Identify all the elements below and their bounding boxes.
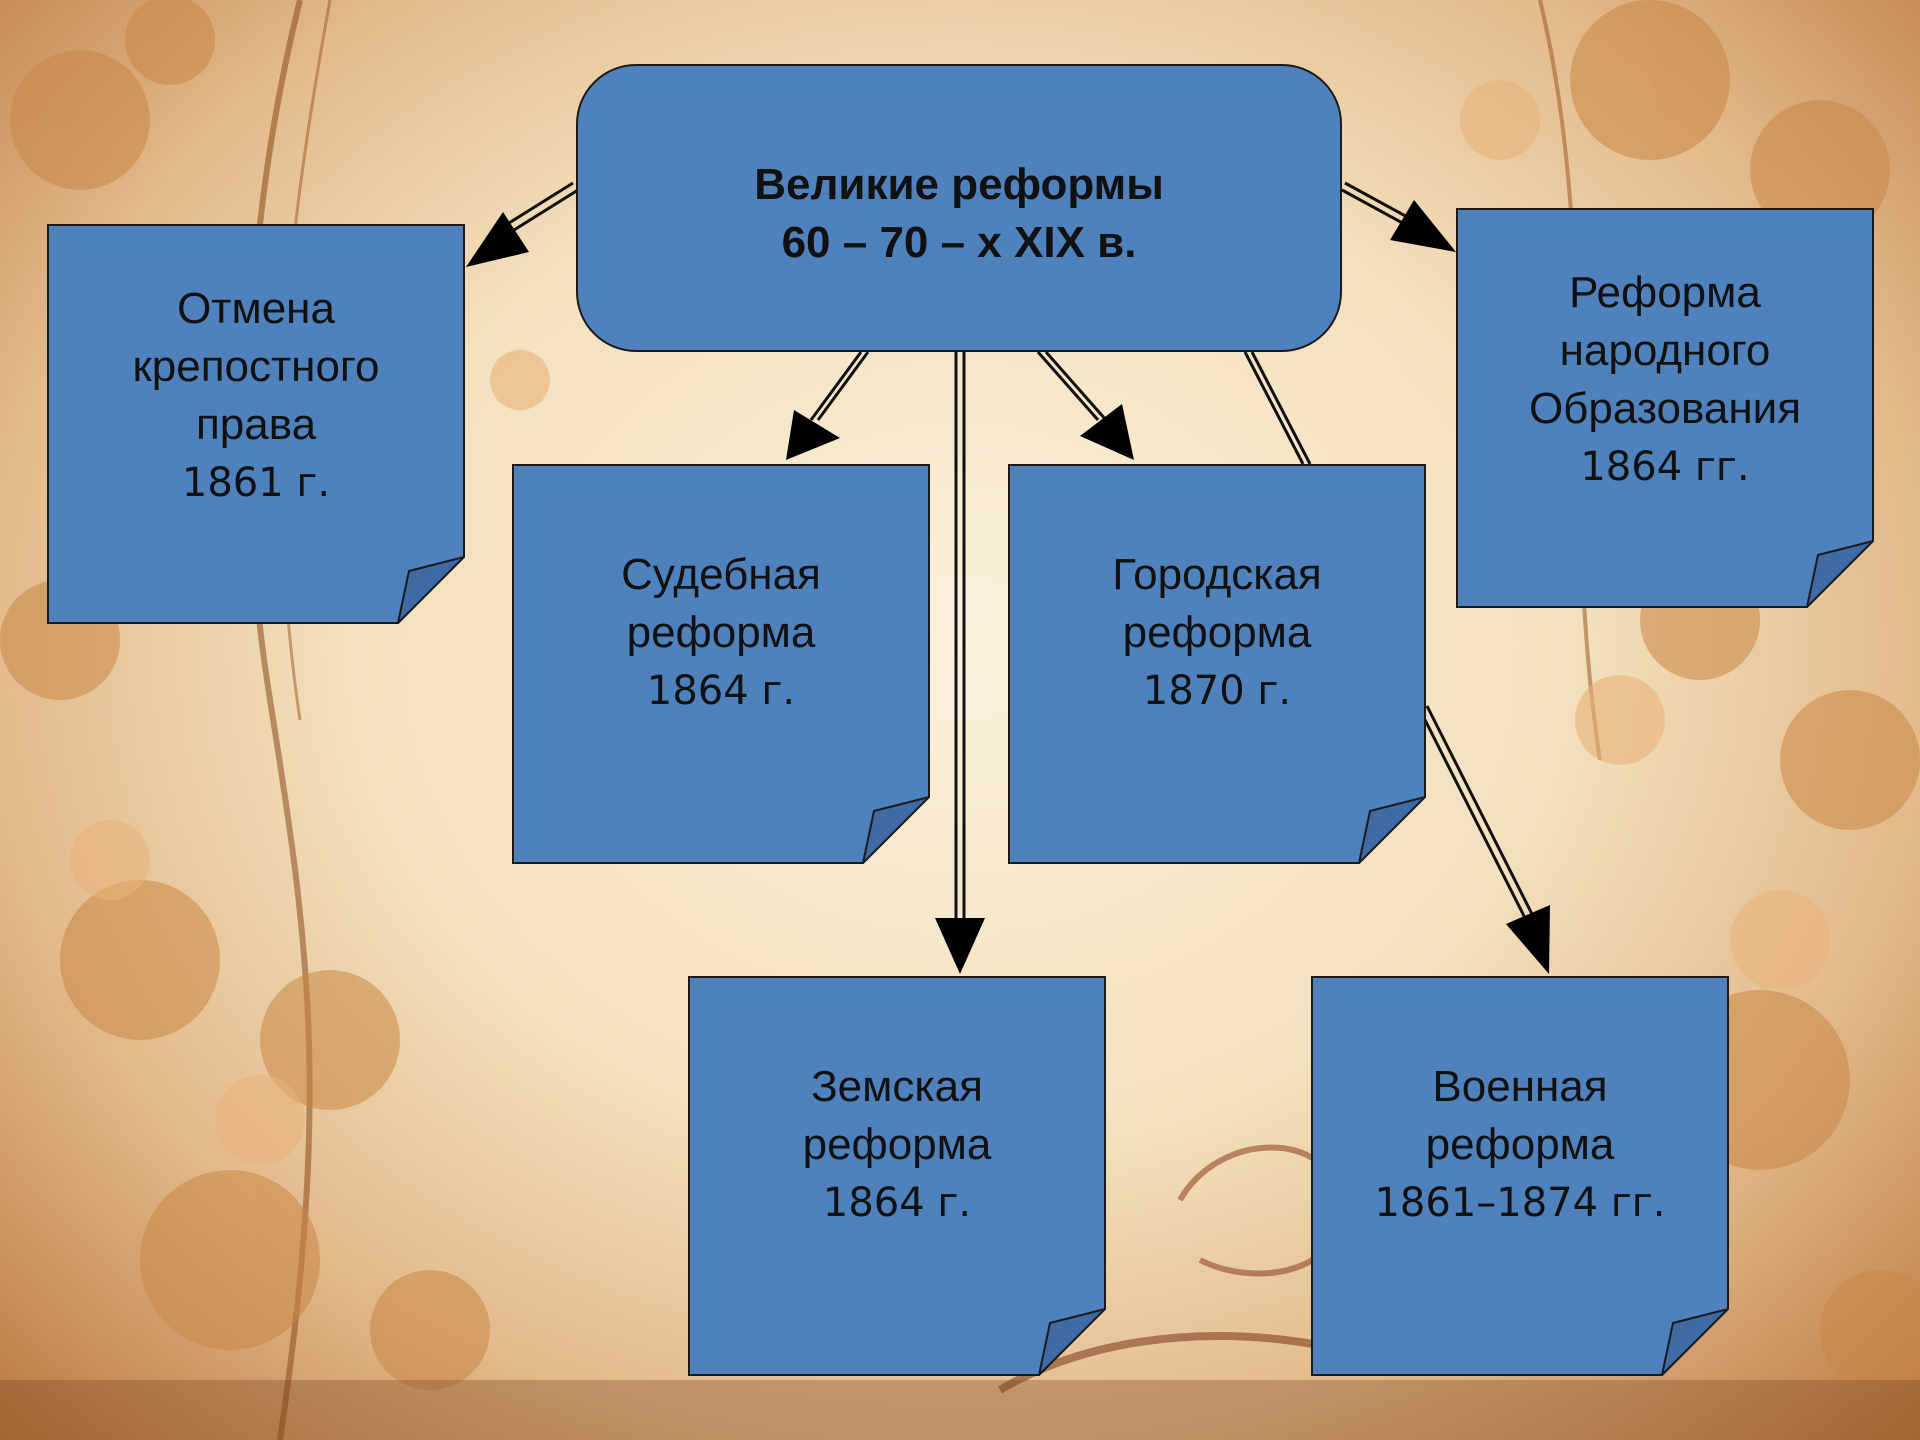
note-year: 1861–1874 гг. <box>1374 1180 1666 1226</box>
note-shape <box>512 464 930 864</box>
connector-line <box>1243 351 1305 465</box>
connector-line <box>1418 709 1527 919</box>
note-text: реформа <box>626 608 816 657</box>
connector-line <box>1341 188 1409 228</box>
root-subtitle: 60 – 70 – х XIX в. <box>781 218 1137 267</box>
note-shape <box>1311 976 1729 1376</box>
note-year: 1864 г. <box>822 1180 972 1226</box>
connector-line <box>1044 351 1108 421</box>
note-shape <box>688 976 1106 1376</box>
arrowhead <box>786 410 840 460</box>
connector-line <box>1344 181 1412 221</box>
note-year: 1864 г. <box>646 668 796 714</box>
arrowhead <box>1390 200 1456 252</box>
note-text: реформа <box>1425 1120 1615 1169</box>
note-text: крепостного <box>132 342 380 391</box>
note-text: Отмена <box>177 284 335 333</box>
note-text: права <box>195 400 317 449</box>
note-year: 1864 гг. <box>1580 444 1750 490</box>
note-shape <box>1456 208 1874 608</box>
note-text: Военная <box>1432 1062 1608 1111</box>
root-node-great-reforms: Великие реформы 60 – 70 – х XIX в. <box>576 64 1342 352</box>
connector-line <box>1250 351 1312 465</box>
note-text: Земская <box>811 1062 983 1111</box>
root-title: Великие реформы <box>754 160 1164 209</box>
note-text: Образования <box>1528 384 1802 433</box>
note-text: народного <box>1559 326 1771 375</box>
note-text: Судебная <box>621 550 821 599</box>
note-city-reform: Городская реформа 1870 г. <box>1008 464 1426 864</box>
arrowhead <box>935 918 985 974</box>
note-shape <box>1008 464 1426 864</box>
note-year: 1861 г. <box>181 460 331 506</box>
note-zemstvo-reform: Земская реформа 1864 г. <box>688 976 1106 1376</box>
arrowhead <box>1080 404 1134 460</box>
note-education-reform: Реформа народного Образования 1864 гг. <box>1456 208 1874 608</box>
note-military-reform: Военная реформа 1861–1874 гг. <box>1311 976 1729 1376</box>
connector-line <box>1425 705 1534 915</box>
note-text: Городская <box>1112 550 1322 599</box>
connector-line <box>809 351 863 421</box>
note-text: реформа <box>802 1120 992 1169</box>
note-judicial-reform: Судебная реформа 1864 г. <box>512 464 930 864</box>
note-text: реформа <box>1122 608 1312 657</box>
note-year: 1870 г. <box>1142 668 1292 714</box>
arrowhead <box>466 212 529 267</box>
connector-line <box>1036 351 1100 421</box>
note-text: Реформа <box>1569 268 1761 317</box>
connector-line <box>816 351 870 421</box>
note-shape <box>47 224 465 624</box>
note-abolition-of-serfdom: Отмена крепостного права 1861 г. <box>47 224 465 624</box>
arrowhead <box>1506 905 1550 974</box>
